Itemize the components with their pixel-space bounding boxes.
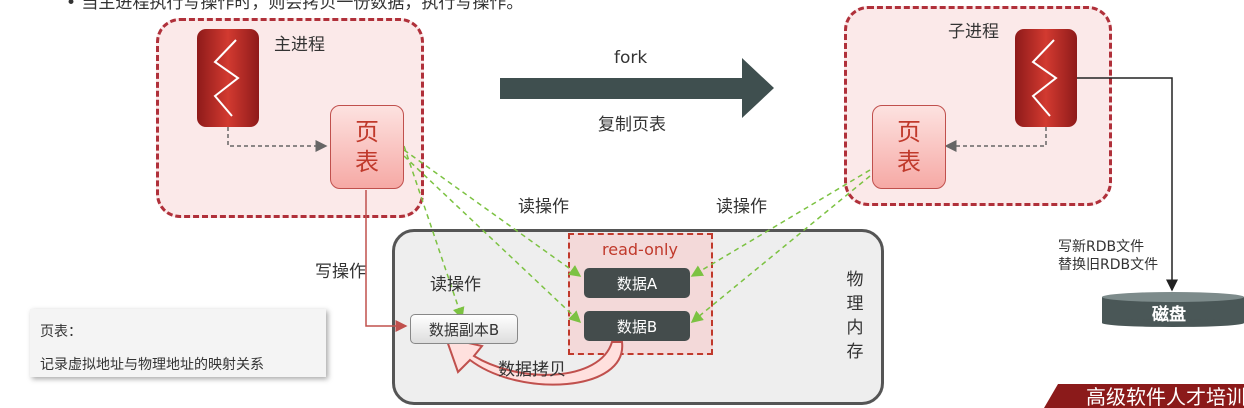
child-process-icon [1015, 29, 1077, 127]
main-process-label: 主进程 [274, 35, 325, 55]
read-op-right-label: 读操作 [716, 197, 767, 217]
fork-arrow [500, 58, 774, 118]
disk-label: 磁盘 [1152, 305, 1186, 325]
physical-memory-label: 物 理 内 存 [843, 268, 867, 364]
legend-box: 页表： 记录虚拟地址与物理地址的映射关系 [30, 309, 326, 377]
physical-memory-char-1: 物 [846, 270, 864, 290]
training-banner: 高级软件人才培训 [1044, 384, 1244, 408]
write-op-label: 写操作 [315, 262, 366, 282]
fork-label: fork [614, 48, 648, 68]
read-op-inner-label: 读操作 [430, 275, 481, 295]
child-page-table: 页 表 [872, 105, 946, 189]
physical-memory-char-4: 存 [846, 342, 864, 362]
copy-page-table-label: 复制页表 [598, 115, 666, 135]
top-note: • 当主进程执行写操作时，则会拷贝一份数据，执行写操作。 [66, 0, 524, 13]
child-page-table-char-2: 表 [897, 148, 921, 176]
rdb-line-1: 写新RDB文件 [1058, 239, 1145, 255]
rdb-text: 写新RDB文件 替换旧RDB文件 [1058, 238, 1158, 274]
data-a-block: 数据A [584, 268, 690, 298]
main-page-table-char-2: 表 [355, 148, 379, 176]
main-page-table-char-1: 页 [355, 118, 379, 146]
physical-memory-char-3: 内 [846, 318, 864, 338]
main-process-icon [197, 29, 259, 127]
disk-icon [1102, 292, 1244, 327]
child-page-table-char-1: 页 [897, 118, 921, 146]
legend-desc: 记录虚拟地址与物理地址的映射关系 [40, 357, 264, 373]
main-page-table: 页 表 [330, 105, 404, 189]
child-process-label: 子进程 [948, 22, 999, 42]
readonly-label: read-only [602, 240, 678, 259]
data-copy-b-block: 数据副本B [410, 314, 518, 344]
legend-title: 页表： [40, 324, 82, 340]
copy-data-label: 数据拷贝 [498, 360, 566, 380]
data-b-block: 数据B [584, 311, 690, 341]
read-op-left-label: 读操作 [518, 197, 569, 217]
rdb-line-2: 替换旧RDB文件 [1058, 257, 1159, 273]
physical-memory-char-2: 理 [846, 294, 864, 314]
